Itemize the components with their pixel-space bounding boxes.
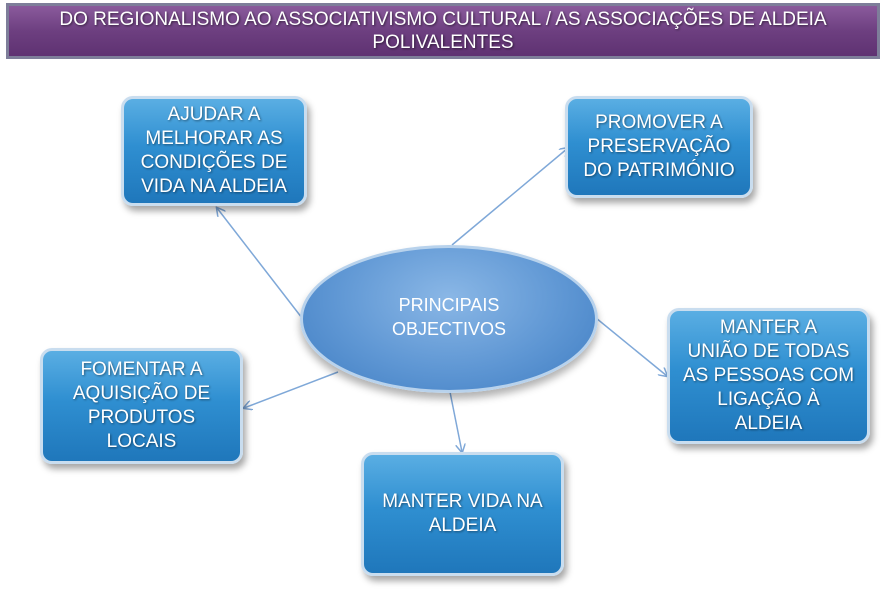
arrow-to-melhorar: [217, 208, 303, 319]
objective-line: VIDA NA ALDEIA: [141, 176, 287, 197]
objective-line: PRESERVAÇÃO: [587, 136, 731, 157]
objective-line: PRODUTOS: [87, 407, 196, 428]
objective-box-vida-aldeia: MANTER VIDA NA ALDEIA: [361, 452, 564, 576]
objective-line: ALDEIA: [428, 515, 497, 536]
objective-line: LOCAIS: [106, 431, 177, 452]
objective-box-uniao-pessoas: MANTER A UNIÃO DE TODAS AS PESSOAS COM L…: [667, 308, 870, 444]
title-banner: DO REGIONALISMO AO ASSOCIATIVISMO CULTUR…: [6, 3, 880, 59]
objective-line: AS PESSOAS COM: [682, 365, 855, 386]
center-label-line: OBJECTIVOS: [391, 319, 507, 339]
diagram-title: DO REGIONALISMO AO ASSOCIATIVISMO CULTUR…: [59, 9, 827, 53]
objective-line: CONDIÇÕES DE: [140, 152, 288, 173]
objective-line: MELHORAR AS: [145, 128, 283, 149]
center-label-line: PRINCIPAIS: [398, 295, 500, 315]
objective-line: MANTER A: [719, 317, 818, 338]
objective-line: ALDEIA: [734, 413, 803, 434]
objective-line: AJUDAR A: [167, 104, 261, 125]
arrow-to-produtos: [244, 371, 339, 408]
arrow-to-preservacao: [451, 148, 568, 246]
arrow-to-vida: [449, 391, 462, 452]
objective-line: UNIÃO DE TODAS: [687, 341, 850, 362]
objective-line: FOMENTAR A: [80, 359, 203, 380]
arrow-to-uniao: [595, 317, 667, 376]
objective-box-preservacao-patrimonio: PROMOVER A PRESERVAÇÃO DO PATRIMÓNIO: [565, 96, 753, 198]
objective-box-melhorar-condicoes: AJUDAR A MELHORAR AS CONDIÇÕES DE VIDA N…: [121, 96, 307, 206]
objective-box-produtos-locais: FOMENTAR A AQUISIÇÃO DE PRODUTOS LOCAIS: [40, 348, 243, 464]
objective-line: LIGAÇÃO À: [717, 389, 820, 410]
central-objectives-ellipse: PRINCIPAIS OBJECTIVOS: [300, 245, 598, 393]
objective-line: DO PATRIMÓNIO: [583, 160, 735, 181]
objective-line: PROMOVER A: [595, 112, 723, 133]
objective-line: AQUISIÇÃO DE: [72, 383, 211, 404]
objective-line: MANTER VIDA NA: [382, 491, 543, 512]
